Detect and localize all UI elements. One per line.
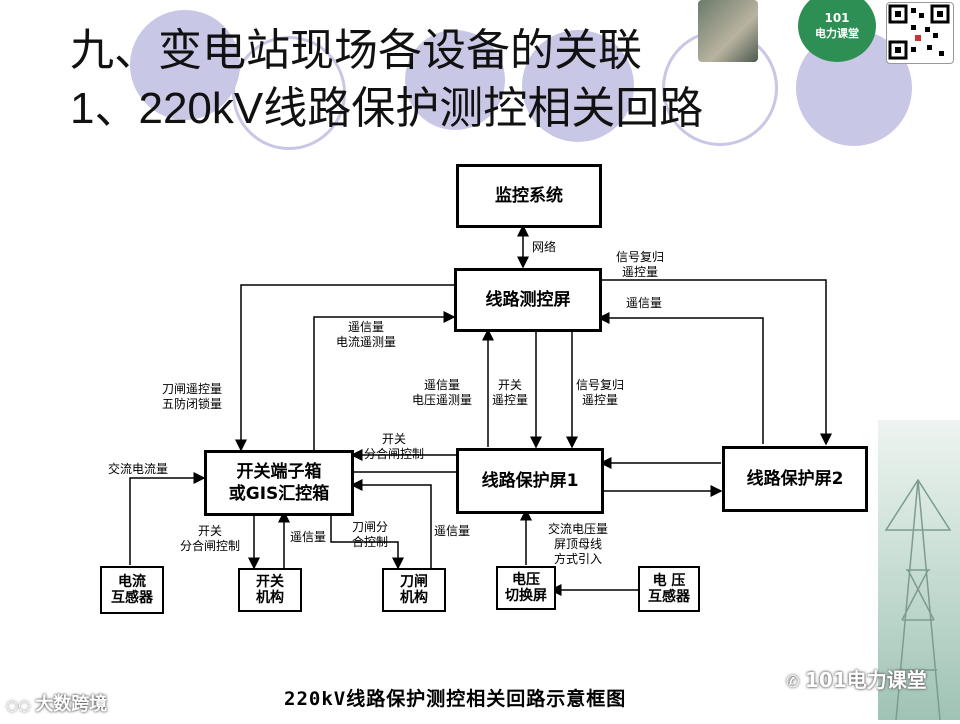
ct-label-1: 电流	[118, 574, 146, 590]
watermark-left: ◌◌ 大数跨境	[6, 690, 107, 716]
voltage-switch-label-2: 切换屏	[505, 588, 547, 604]
disconnector-control-label: 刀闸分 合控制	[352, 520, 388, 550]
protection-panel-2-box: 线路保护屏2	[722, 446, 868, 512]
telesignal-current-label: 遥信量 电流遥测量	[336, 320, 396, 350]
protection-panel-2-label: 线路保护屏2	[747, 468, 844, 490]
badge-number: 101	[824, 11, 849, 25]
disconnector-mechanism-box: 刀闸 机构	[382, 568, 446, 612]
line-control-panel-box: 线路测控屏	[454, 268, 602, 332]
page-title: 九、变电站现场各设备的关联	[70, 14, 642, 78]
disconnector-remote-label: 刀闸遥控量 五防闭锁量	[162, 382, 222, 412]
breaker-control-label: 开关 分合闸控制	[180, 524, 240, 554]
signal-reset-remote-label-mid: 信号复归 遥控量	[576, 378, 624, 408]
signal-reset-remote-label-top: 信号复归 遥控量	[616, 250, 664, 280]
voltage-switch-label-1: 电压	[512, 572, 540, 588]
badge-text: 电力课堂	[815, 25, 859, 41]
switch-remote-label: 开关 遥控量	[492, 378, 528, 408]
qr-code-icon	[886, 2, 954, 64]
telesignal-voltage-label: 遥信量 电压遥测量	[412, 378, 472, 408]
telesignal-disconnector-label: 遥信量	[434, 524, 470, 539]
wechat-icon: ✆	[786, 672, 805, 691]
ct-label-2: 互感器	[111, 590, 153, 606]
protection-panel-1-label: 线路保护屏1	[482, 470, 579, 492]
terminal-box-label-2: 或GIS汇控箱	[229, 483, 330, 505]
circuit-diagram: 监控系统 线路测控屏 开关端子箱 或GIS汇控箱 线路保护屏1 线路保护屏2 电…	[86, 150, 878, 720]
breaker-mechanism-box: 开关 机构	[238, 568, 302, 612]
monitor-system-box: 监控系统	[456, 164, 602, 228]
telesignal-p2-label: 遥信量	[626, 296, 662, 311]
disconnector-mech-label-1: 刀闸	[400, 574, 428, 590]
protection-panel-1-box: 线路保护屏1	[456, 448, 604, 514]
watermark-right: ✆ 101电力课堂	[786, 664, 927, 693]
pt-label-2: 互感器	[648, 589, 690, 605]
ac-voltage-label: 交流电压量 屏顶母线 方式引入	[548, 522, 608, 567]
breaker-mech-label-1: 开关	[256, 574, 284, 590]
line-control-panel-label: 线路测控屏	[486, 289, 571, 311]
terminal-box: 开关端子箱 或GIS汇控箱	[204, 450, 354, 516]
disconnector-mech-label-2: 机构	[400, 590, 428, 606]
substation-photo-thumbnail	[698, 0, 758, 62]
logo-icon: ◌◌	[6, 698, 35, 714]
current-transformer-box: 电流 互感器	[100, 566, 164, 614]
connection-lines	[86, 150, 878, 690]
telesignal-breaker-label: 遥信量	[290, 530, 326, 545]
page-subtitle: 1、220kV线路保护测控相关回路	[70, 72, 703, 136]
network-label: 网络	[532, 240, 556, 255]
ac-current-label: 交流电流量	[108, 462, 168, 477]
breaker-mech-label-2: 机构	[256, 590, 284, 606]
diagram-caption: 220kV线路保护测控相关回路示意框图	[284, 684, 626, 711]
switch-control-label: 开关 分合闸控制	[364, 432, 424, 462]
pt-label-1: 电 压	[653, 573, 686, 589]
monitor-system-label: 监控系统	[495, 185, 563, 207]
voltage-transformer-box: 电 压 互感器	[638, 566, 700, 612]
voltage-switch-panel-box: 电压 切换屏	[496, 566, 556, 610]
terminal-box-label-1: 开关端子箱	[237, 461, 322, 483]
